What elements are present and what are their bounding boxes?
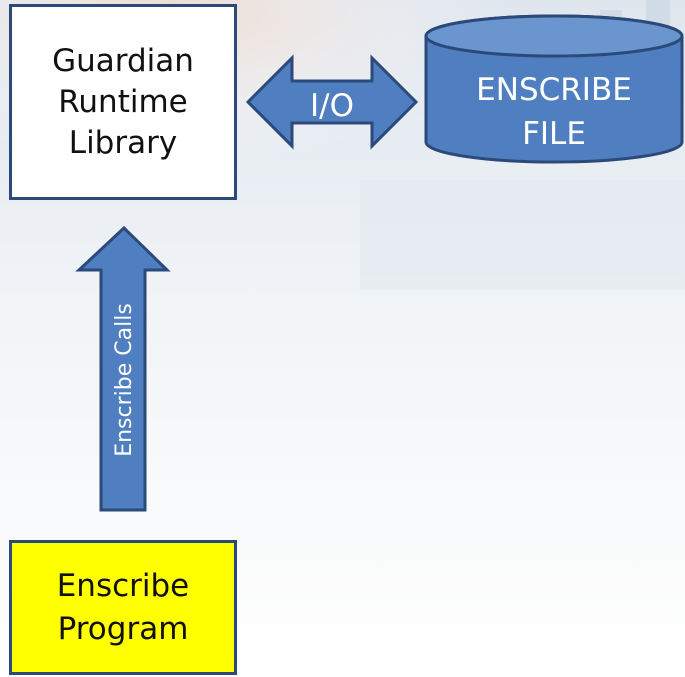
calls-arrow-shape bbox=[75, 225, 171, 512]
runtime-library-line-2: Runtime bbox=[58, 83, 188, 120]
enscribe-file-line-1: ENSCRIBE bbox=[476, 72, 632, 108]
runtime-library-line-1: Guardian bbox=[52, 42, 194, 79]
enscribe-file-line-2: FILE bbox=[522, 116, 586, 152]
io-arrow-label: I/O bbox=[310, 88, 354, 124]
runtime-library-line-3: Library bbox=[68, 124, 178, 161]
io-double-arrow: I/O bbox=[245, 54, 419, 150]
enscribe-calls-arrow: Enscribe Calls bbox=[75, 225, 171, 512]
io-arrow-shape bbox=[245, 54, 419, 150]
program-line-2: Program bbox=[57, 610, 189, 647]
enscribe-file-cylinder: ENSCRIBE FILE bbox=[424, 14, 684, 164]
guardian-runtime-library-box: Guardian Runtime Library bbox=[9, 4, 237, 200]
cylinder-top bbox=[424, 14, 684, 58]
calls-arrow-label: Enscribe Calls bbox=[112, 303, 137, 457]
enscribe-program-box: Enscribe Program bbox=[9, 540, 237, 675]
program-line-1: Enscribe bbox=[56, 567, 190, 604]
